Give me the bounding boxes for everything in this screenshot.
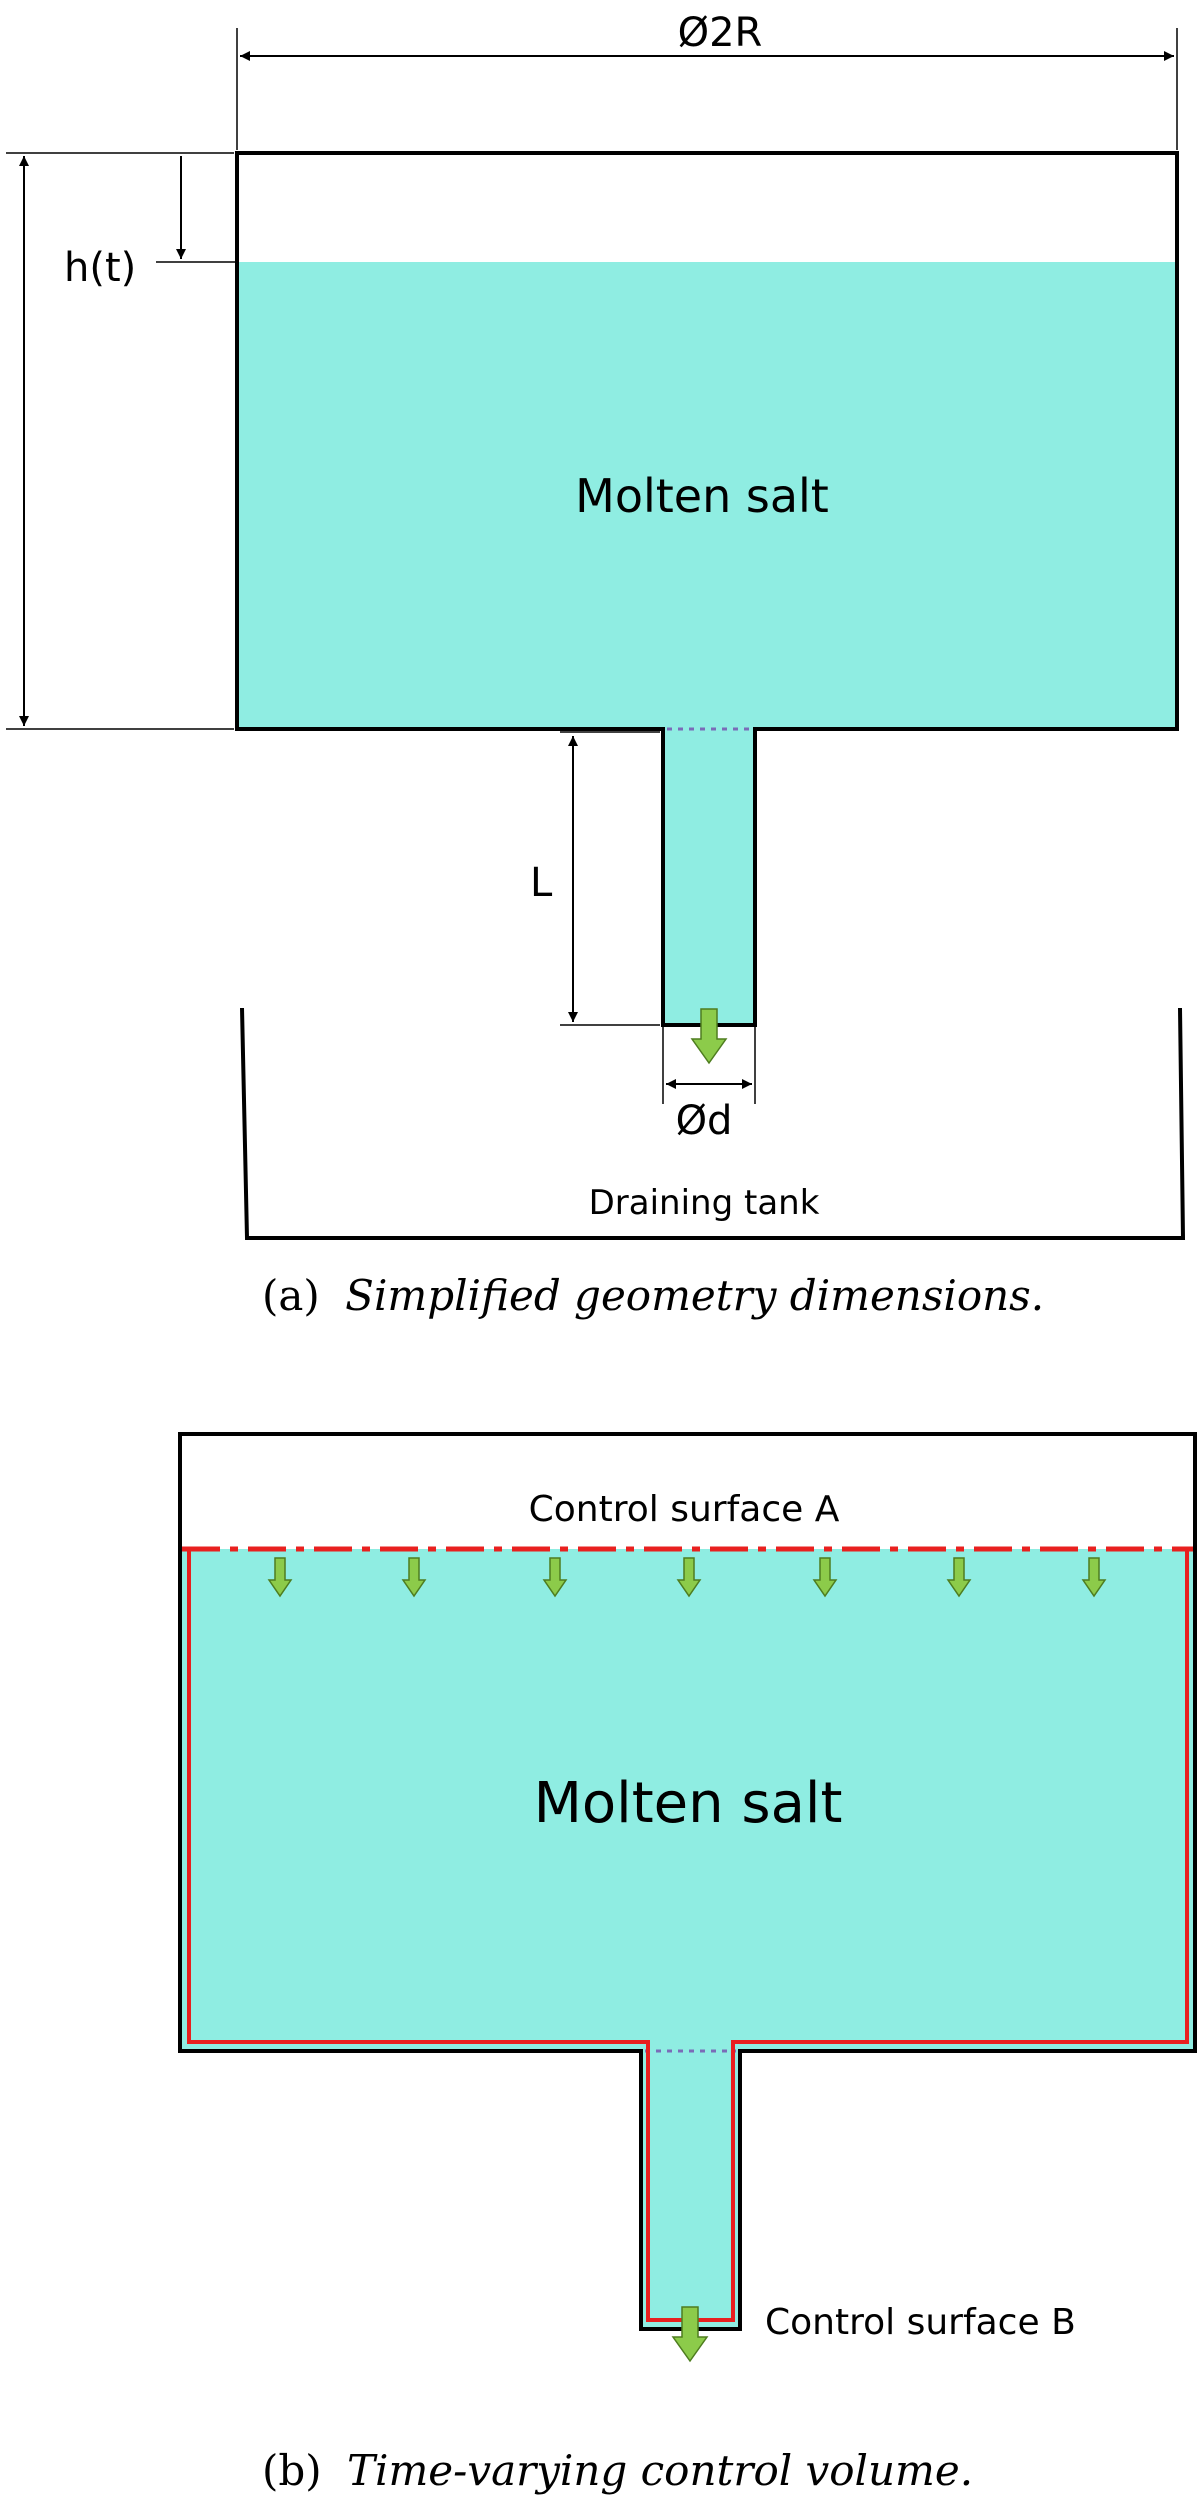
outlet-label: Ød	[676, 1098, 733, 1144]
caption-a-text: Simplified geometry dimensions.	[345, 1271, 1044, 1320]
pipe-fluid-b	[641, 2051, 740, 2329]
caption-b-tag: (b)	[262, 2446, 322, 2495]
diameter-label: Ø2R	[678, 10, 763, 56]
length-label: L	[530, 860, 553, 906]
caption-b-text: Time-varying control volume.	[347, 2446, 973, 2495]
fluid-label: Molten salt	[575, 469, 829, 523]
tank-outline-b	[178, 1432, 1197, 2331]
tank-fluid-b	[180, 1549, 1195, 2051]
panel-a: Ø2R h(t) Molten salt L Ød Draining tank …	[6, 10, 1186, 1320]
draining-tank-label: Draining tank	[589, 1183, 820, 1223]
control-surface-b-label: Control surface B	[765, 2302, 1076, 2343]
panel-b: Control surface A Molten salt Control su…	[178, 1432, 1197, 2495]
fluid-label-b: Molten salt	[534, 1771, 843, 1836]
caption-a-tag: (a)	[262, 1271, 320, 1320]
tank-fluid	[237, 262, 1177, 729]
caption-b: (b) Time-varying control volume.	[262, 2446, 973, 2495]
draining-tank	[240, 1007, 1186, 1240]
pipe-fluid	[663, 729, 755, 1025]
level-label: h(t)	[64, 245, 136, 291]
control-surface-a-label: Control surface A	[529, 1489, 840, 1530]
caption-a: (a) Simplified geometry dimensions.	[262, 1271, 1044, 1320]
